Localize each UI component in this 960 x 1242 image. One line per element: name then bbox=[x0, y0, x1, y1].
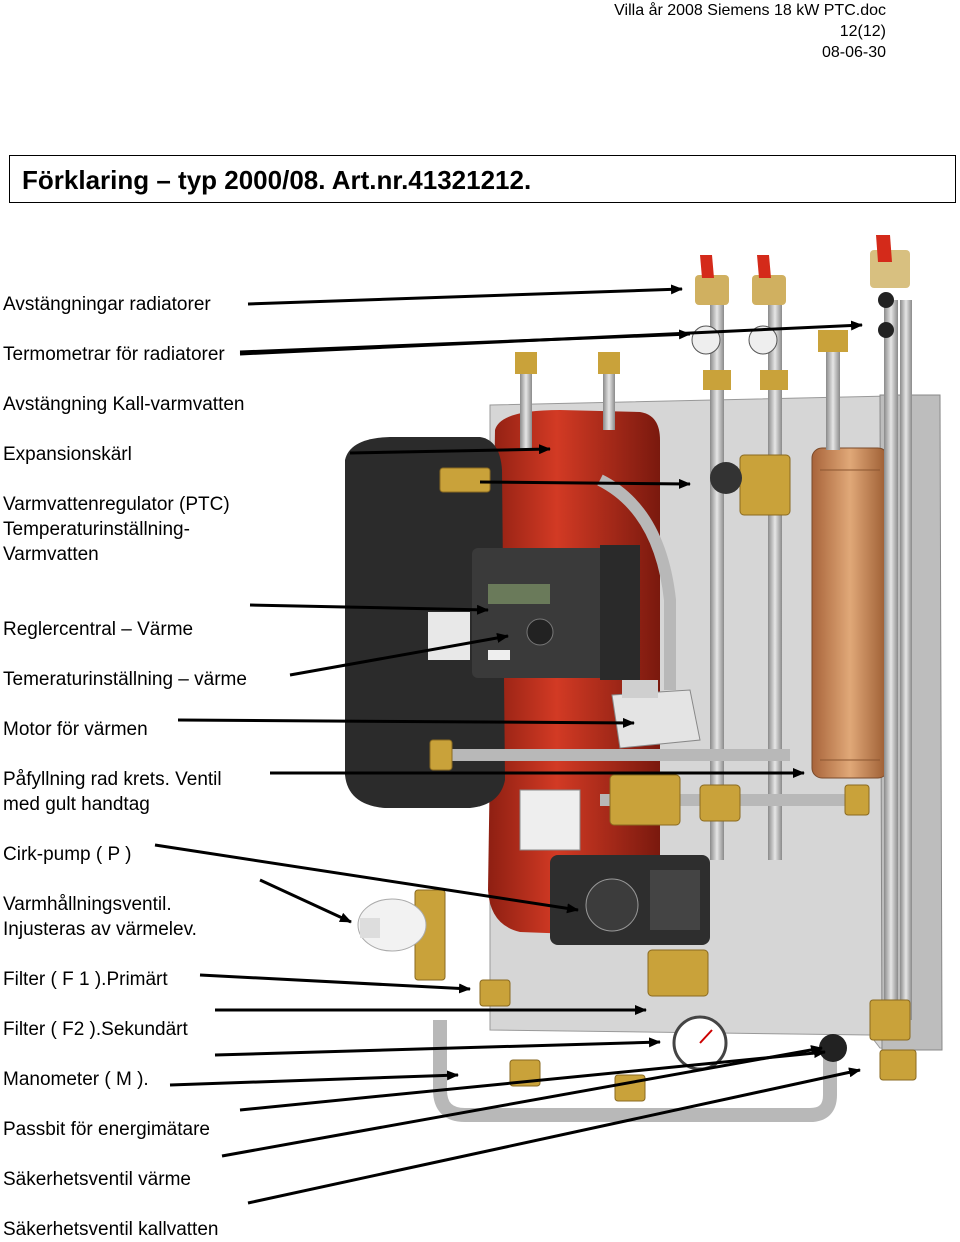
safety-valve bbox=[819, 1034, 847, 1062]
label-temperaturinstallning: Temperaturinställning- bbox=[3, 519, 190, 540]
label-reglercentral: Reglercentral – Värme bbox=[3, 619, 194, 640]
label-termometrar: Termometrar för radiatorer bbox=[3, 344, 225, 365]
thermometer-left bbox=[691, 325, 721, 355]
pipes bbox=[430, 300, 912, 1122]
label-manometer: Manometer ( M ). bbox=[3, 1069, 149, 1090]
insulation-shell bbox=[345, 437, 505, 808]
arrow-12 bbox=[199, 973, 471, 994]
arrow-3 bbox=[239, 320, 863, 356]
label-sakerhetsventil-kallvatten: Säkerhetsventil kallvatten bbox=[3, 1219, 219, 1240]
label-passbit: Passbit för energimätare bbox=[3, 1119, 210, 1140]
label-varmvattenregulator: Varmvattenregulator (PTC) bbox=[3, 494, 230, 515]
arrow-18 bbox=[247, 1067, 861, 1205]
arrow-1 bbox=[247, 284, 683, 306]
document-filename: Villa år 2008 Siemens 18 kW PTC.doc bbox=[614, 2, 886, 19]
temperature-knob bbox=[526, 618, 554, 646]
arrow-16 bbox=[239, 1048, 826, 1112]
label-gult-handtag: med gult handtag bbox=[3, 794, 150, 815]
arrow-11 bbox=[259, 878, 352, 924]
arrow-15 bbox=[169, 1070, 459, 1087]
label-cirk-pump: Cirk-pump ( P ) bbox=[3, 844, 132, 865]
arrow-17 bbox=[221, 1045, 823, 1158]
arrow-6 bbox=[249, 603, 489, 615]
document-date: 08-06-30 bbox=[821, 44, 886, 61]
title-box: Förklaring – typ 2000/08. Art.nr.4132121… bbox=[9, 155, 956, 203]
arrow-7 bbox=[289, 633, 509, 677]
thermometer-right bbox=[748, 325, 778, 355]
label-injusteras: Injusteras av värmelev. bbox=[3, 919, 197, 940]
document-title: Förklaring – typ 2000/08. Art.nr.4132121… bbox=[22, 165, 532, 195]
top-valves bbox=[515, 235, 910, 390]
label-temperaturinstallning-varme: Temeraturinställning – värme bbox=[3, 669, 247, 690]
ptc-regulator bbox=[710, 462, 742, 494]
label-filter-f2: Filter ( F2 ).Sekundärt bbox=[3, 1019, 188, 1040]
callout-arrows bbox=[154, 284, 863, 1205]
label-sakerhetsventil-varme: Säkerhetsventil värme bbox=[3, 1169, 191, 1190]
shell-label bbox=[428, 612, 470, 660]
arrow-8 bbox=[177, 717, 635, 728]
motor-actuator bbox=[611, 680, 701, 749]
arrow-10 bbox=[154, 843, 579, 914]
control-unit bbox=[472, 545, 640, 680]
circulation-pump bbox=[550, 855, 710, 945]
page-number: 12(12) bbox=[839, 23, 886, 40]
label-avstangningar-radiatorer: Avstängningar radiatorer bbox=[3, 294, 211, 315]
label-avstangning-kall-varmvatten: Avstängning Kall-varmvatten bbox=[3, 394, 245, 415]
thermostatic-valve-head bbox=[357, 898, 427, 952]
label-pafyllning: Påfyllning rad krets. Ventil bbox=[3, 769, 222, 790]
tank-label-plate bbox=[519, 789, 581, 851]
arrow-5 bbox=[479, 478, 691, 489]
arrow-14 bbox=[214, 1037, 661, 1057]
plate-heat-exchanger bbox=[811, 447, 889, 779]
arrow-4 bbox=[349, 444, 551, 455]
label-expansionskarl: Expansionskärl bbox=[3, 444, 132, 465]
label-varmvatten: Varmvatten bbox=[3, 544, 99, 565]
label-filter-f1: Filter ( F 1 ).Primärt bbox=[3, 969, 168, 990]
label-motor: Motor för värmen bbox=[3, 719, 148, 740]
label-varmhallningsventil: Varmhållningsventil. bbox=[3, 894, 172, 915]
brass-fittings bbox=[414, 454, 917, 1102]
